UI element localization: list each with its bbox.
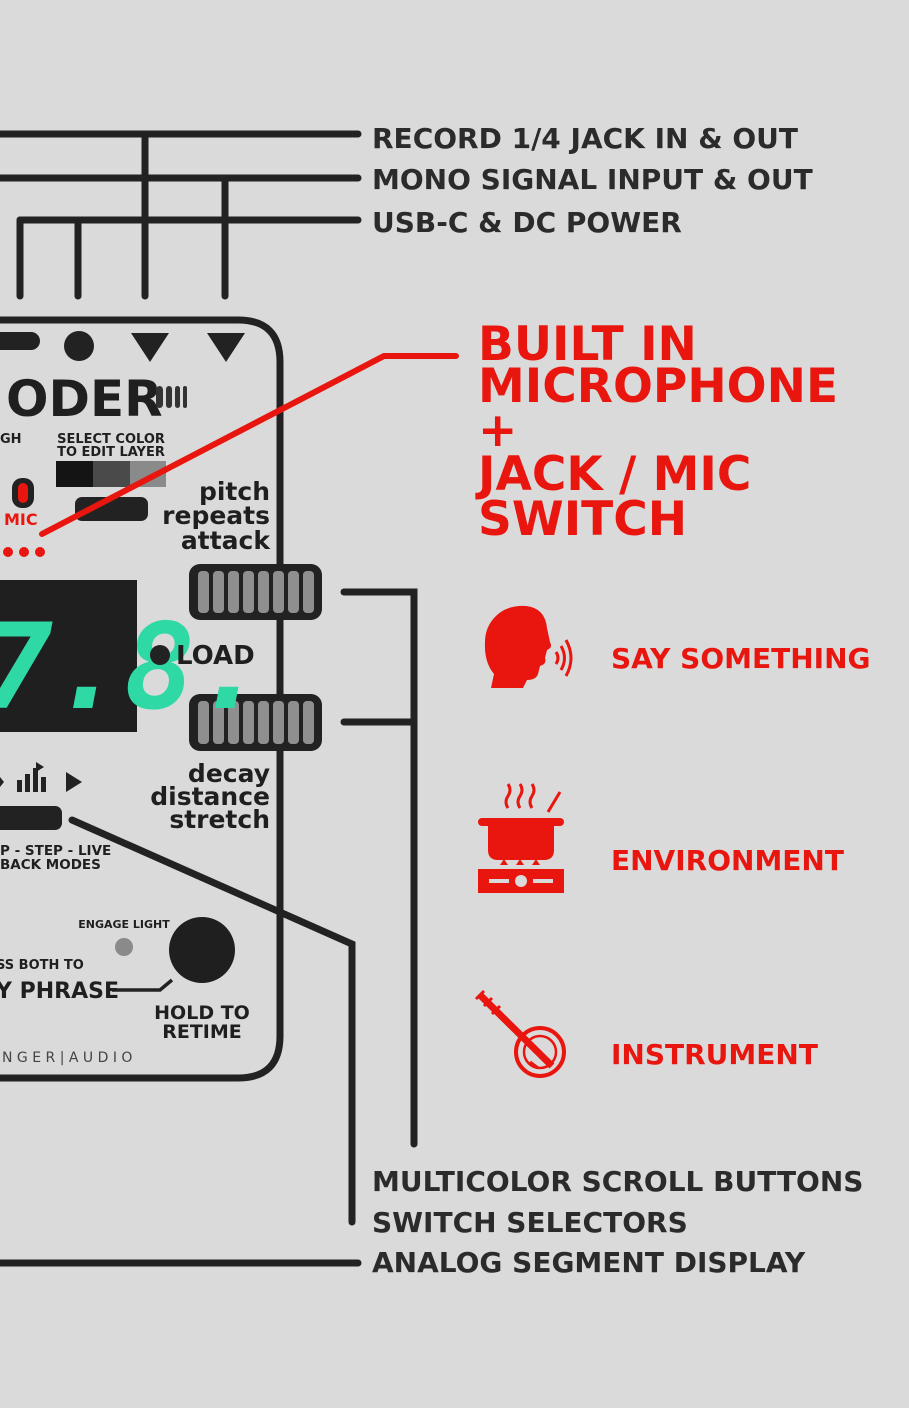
- footer-brand: N G E R | A U D I O: [2, 1050, 132, 1066]
- param-pitch: pitch: [199, 477, 270, 506]
- callout-switch-selectors: SWITCH SELECTORS: [372, 1206, 688, 1239]
- step-arrow-icon: [0, 777, 4, 787]
- speaker-grille-icon: [156, 386, 187, 408]
- segment-display-value: 7.8.: [0, 598, 266, 736]
- source-say-something: SAY SOMETHING: [611, 642, 871, 675]
- select-color-label: SELECT COLOR: [57, 432, 165, 447]
- play-icon: [66, 772, 82, 792]
- param-attack: attack: [181, 526, 271, 555]
- top-connector-lines: [0, 130, 362, 300]
- color-layer-selector[interactable]: [56, 461, 166, 487]
- press-both-line1: SS BOTH TO: [0, 958, 84, 973]
- device-panel: ODER GH SELECT COLOR TO EDIT LAYER MIC p…: [0, 316, 322, 1082]
- hold-to-label: HOLD TO: [154, 1002, 250, 1024]
- source-instrument: INSTRUMENT: [611, 1038, 818, 1071]
- scroll-button-bracket: [340, 588, 418, 1148]
- mic-heading-plus: +: [478, 403, 517, 458]
- live-bars-icon: [17, 762, 46, 792]
- high-label-fragment: GH: [0, 432, 22, 447]
- engage-light: [115, 938, 133, 956]
- param-decay: decay: [188, 759, 270, 788]
- callout-mono-signal: MONO SIGNAL INPUT & OUT: [372, 163, 813, 196]
- mic-heading-line2: MICROPHONE: [478, 359, 838, 414]
- param-distance: distance: [150, 782, 270, 811]
- speaking-head-icon: [484, 605, 573, 688]
- callout-segment-display: ANALOG SEGMENT DISPLAY: [372, 1246, 806, 1279]
- banjo-icon: [474, 989, 566, 1078]
- source-environment: ENVIRONMENT: [611, 844, 844, 877]
- jack-socket: [64, 331, 94, 361]
- callout-scroll-buttons: MULTICOLOR SCROLL BUTTONS: [372, 1165, 863, 1198]
- press-both-line2: Y PHRASE: [0, 979, 119, 1004]
- mic-heading-line1: BUILT IN: [478, 317, 697, 372]
- callout-record-jack: RECORD 1/4 JACK IN & OUT: [372, 122, 798, 155]
- mic-heading-line3: JACK / MIC: [475, 447, 751, 502]
- param-repeats: repeats: [162, 501, 270, 530]
- cooking-pot-icon: [478, 783, 564, 893]
- usb-port: [0, 332, 40, 350]
- jack-arrow-icon: [207, 333, 245, 362]
- footswitch-pointer: [112, 978, 174, 992]
- edit-layer-label: TO EDIT LAYER: [57, 445, 165, 460]
- microphone-holes: [3, 547, 45, 557]
- mic-label: MIC: [4, 510, 38, 529]
- mic-heading-line4: SWITCH: [478, 492, 687, 547]
- modes-label-line1: P - STEP - LIVE: [0, 843, 111, 859]
- engage-light-label: ENGAGE LIGHT: [78, 918, 170, 931]
- mic-pointer-line: [39, 353, 459, 537]
- load-dot-icon: [150, 645, 170, 665]
- modes-label-line2: BACK MODES: [0, 857, 101, 873]
- scroll-button-upper[interactable]: [189, 564, 322, 620]
- segment-display: [0, 580, 137, 732]
- callout-usb-power: USB-C & DC POWER: [372, 206, 682, 239]
- retime-label: RETIME: [162, 1021, 242, 1043]
- lower-connector-lines: [0, 816, 362, 1267]
- mode-button[interactable]: [0, 806, 62, 830]
- layer-button[interactable]: [75, 497, 148, 521]
- jack-arrow-icon: [131, 333, 169, 362]
- param-stretch: stretch: [169, 805, 270, 834]
- footswitch[interactable]: [169, 917, 235, 983]
- device-brand: ODER: [6, 370, 163, 428]
- jack-mic-switch-knob: [18, 483, 28, 503]
- scroll-button-lower[interactable]: [189, 694, 322, 751]
- load-label: LOAD: [176, 641, 255, 671]
